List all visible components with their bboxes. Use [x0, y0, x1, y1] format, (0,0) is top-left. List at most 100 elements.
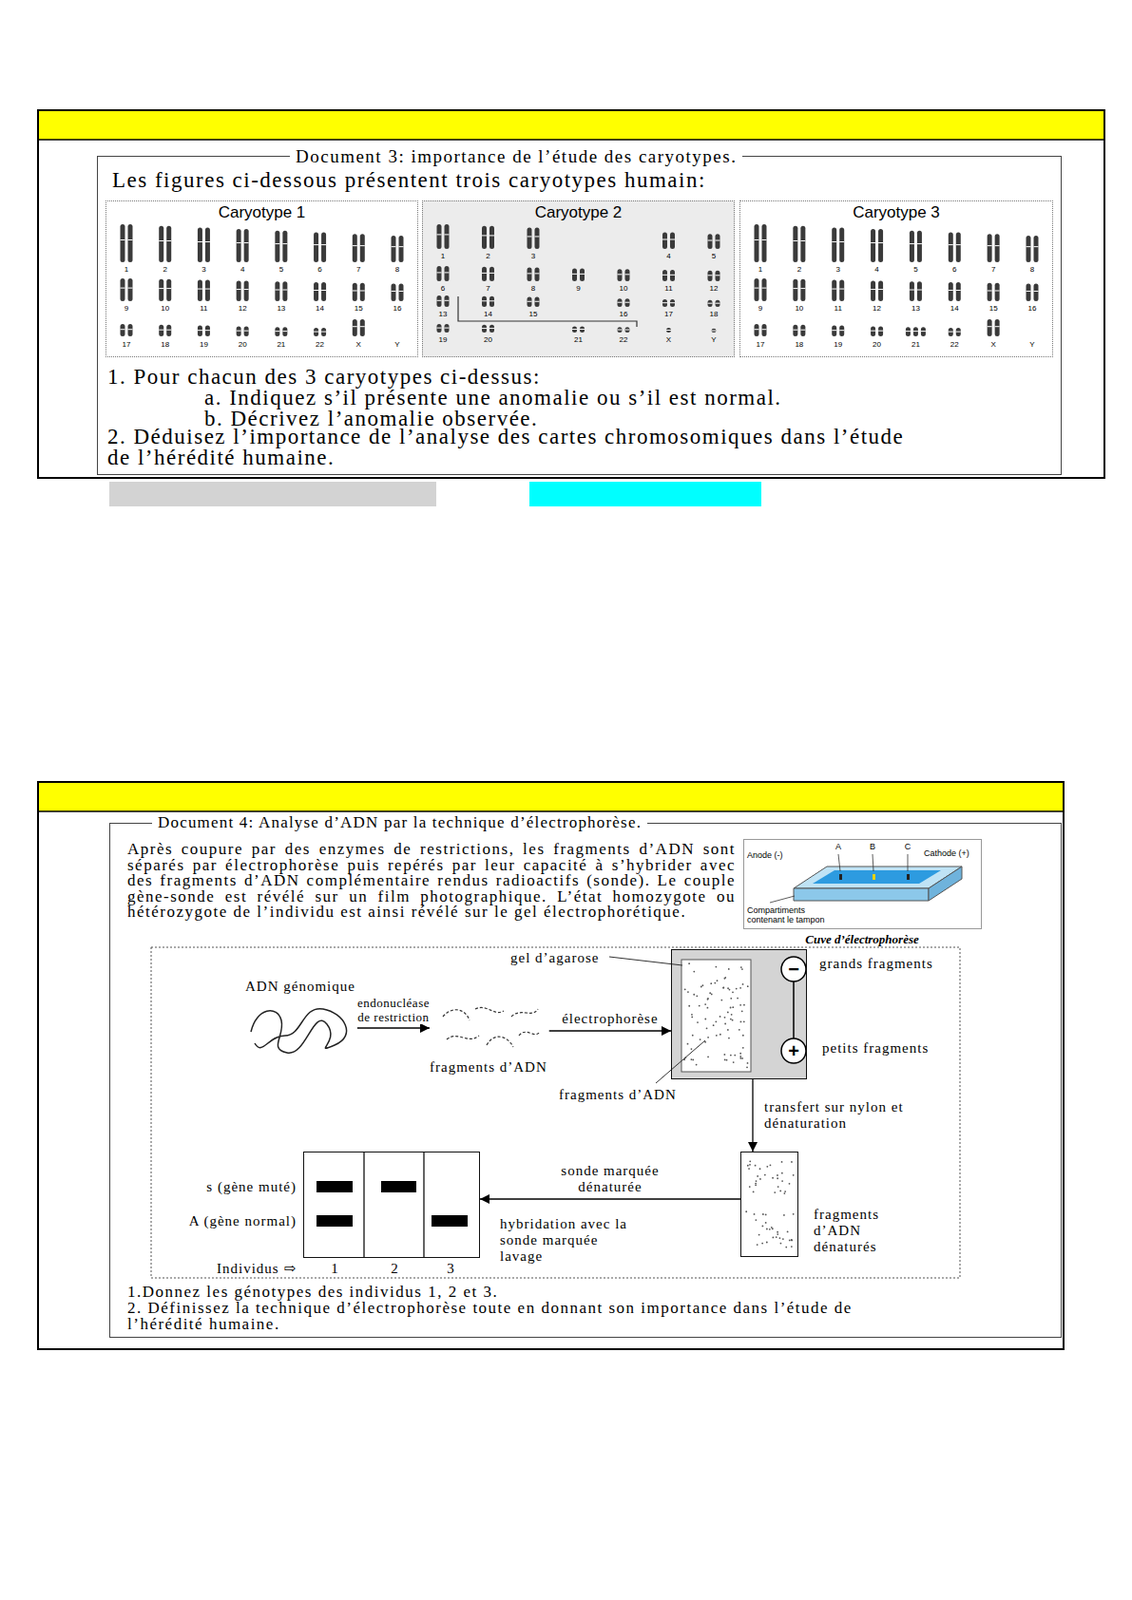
fragment-dot	[742, 1047, 745, 1050]
centromere	[913, 330, 919, 332]
fragment-dot	[714, 966, 717, 969]
centromere	[948, 331, 954, 333]
chromosome	[762, 324, 768, 337]
centromere	[1026, 246, 1032, 248]
leader-line	[769, 896, 795, 903]
fragment-dot	[742, 983, 745, 986]
chromosome	[527, 268, 533, 282]
gel-ground	[671, 949, 807, 1080]
fragment-dot	[756, 1244, 759, 1247]
chromosome-number: 20	[483, 335, 493, 346]
chromosome-number: 15	[354, 304, 364, 314]
arrow-label: transfert sur nylon et dénaturation	[764, 1099, 917, 1132]
chromosome	[670, 299, 675, 307]
chromosome	[282, 230, 288, 263]
centromere	[1034, 290, 1039, 292]
centromere	[625, 329, 631, 331]
chromosome-number: 2	[797, 265, 802, 275]
fragment-dot	[690, 1014, 693, 1017]
centromere	[792, 240, 798, 242]
chromosome	[166, 226, 172, 263]
fragment-dot	[692, 994, 695, 997]
fragment-dot	[707, 998, 710, 1001]
fragment-dot	[776, 1174, 779, 1177]
fragment-dot	[690, 1058, 692, 1061]
fragment-dot	[728, 968, 730, 971]
fragment-dot	[779, 1190, 782, 1193]
chromosome	[399, 235, 404, 263]
chromosome	[197, 227, 203, 263]
fragment-dot	[781, 1180, 784, 1183]
chromosome	[800, 325, 806, 337]
fragment	[518, 1032, 540, 1037]
chromosome-number: 6	[952, 265, 957, 275]
fragment-dot	[687, 991, 690, 994]
chromosome-number: 8	[531, 284, 536, 294]
fragment-dot	[712, 1024, 715, 1027]
centromere	[321, 244, 327, 246]
fragment-dot	[779, 1237, 782, 1240]
centromere	[762, 328, 768, 330]
chromosome	[399, 284, 404, 302]
fragment-dot	[699, 1038, 702, 1041]
chromosome-number: 19	[439, 335, 448, 346]
fragment-dot	[726, 1059, 729, 1062]
chromosome	[360, 233, 365, 263]
fragment-dot	[762, 1226, 765, 1228]
chromosome-number: 2	[162, 265, 167, 275]
chromosome	[437, 324, 442, 333]
centromere	[391, 290, 397, 292]
centromere	[236, 288, 242, 290]
chromosome-number: 22	[950, 340, 960, 350]
step-label: fragments d’ADN	[429, 1058, 548, 1076]
chromosome	[1034, 235, 1039, 263]
chromosome	[666, 327, 672, 333]
chromosome	[715, 233, 721, 250]
fragment-dot	[724, 1023, 727, 1026]
row-label: A (gène normal)	[189, 1212, 297, 1230]
karyotype-panel: Caryotype 112345678910111213141516171819…	[105, 200, 419, 358]
fragment-dot	[724, 977, 727, 979]
centromere	[800, 329, 806, 331]
centromere	[708, 240, 713, 242]
fragment-dot	[754, 1165, 757, 1168]
chromosome	[360, 283, 365, 302]
chromosome-number: 14	[483, 309, 493, 320]
centromere	[662, 302, 668, 304]
centromere	[274, 330, 280, 332]
process-arrow	[549, 1030, 672, 1032]
fragment-dot	[745, 1210, 748, 1213]
chromosome	[313, 232, 319, 264]
chromosome-number: Y	[710, 335, 716, 346]
chromosome	[878, 280, 883, 302]
fragment-dot	[739, 1055, 742, 1058]
chromosome-number: 20	[872, 340, 882, 350]
centromere	[625, 302, 631, 304]
centromere	[205, 241, 211, 243]
centromere	[715, 274, 721, 276]
chromosome	[274, 230, 280, 263]
centromere	[920, 330, 926, 332]
chromosome-number: Y	[394, 340, 400, 350]
centromere	[205, 288, 211, 290]
gel-band	[381, 1181, 417, 1193]
centromere	[391, 246, 397, 248]
centromere	[158, 287, 164, 289]
chromosome-number: 17	[664, 309, 673, 320]
tank-front	[793, 888, 929, 902]
question-text: 2. Déduisez l’importance de l’analyse de…	[107, 426, 935, 469]
chromosome-number: 16	[1028, 304, 1037, 314]
chromosome	[987, 233, 993, 263]
fragment-dot	[738, 1029, 741, 1032]
chromosome	[236, 280, 242, 302]
chromosome	[128, 224, 134, 263]
chromosome	[274, 326, 280, 337]
fragment-dot	[727, 1012, 730, 1015]
fragment-dot	[792, 1174, 795, 1177]
chromosome	[708, 300, 713, 307]
centromere	[282, 330, 288, 332]
centromere	[948, 244, 954, 246]
chromosome-number: Y	[1029, 340, 1035, 350]
centromere	[313, 331, 319, 333]
